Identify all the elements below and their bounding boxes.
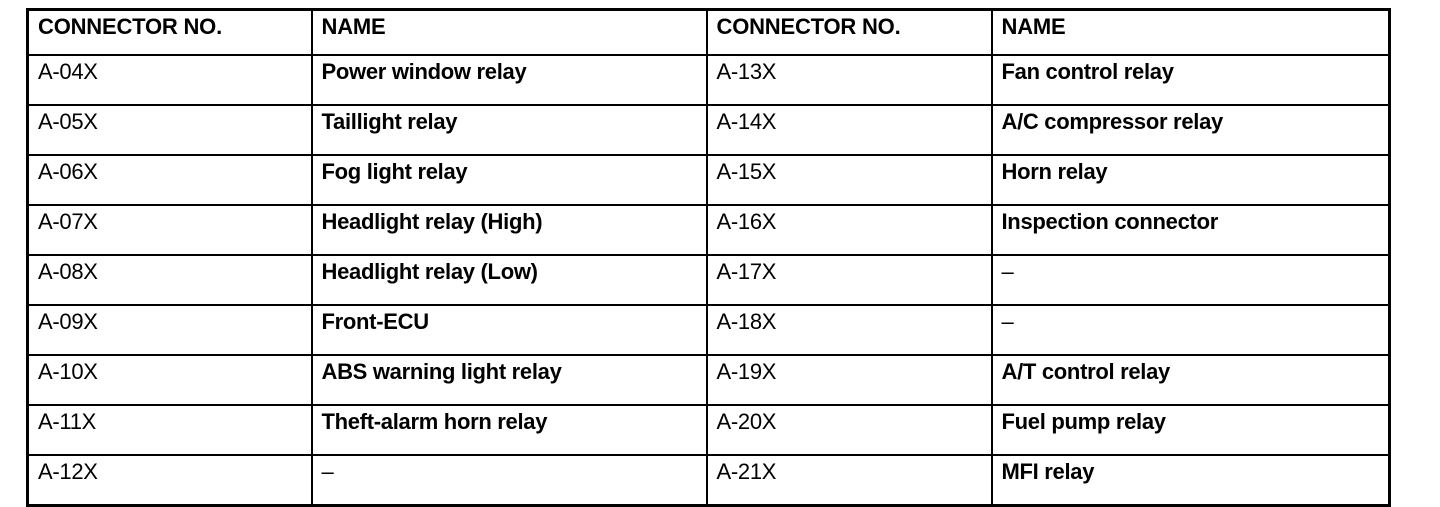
- column-header-connector-no-left: CONNECTOR NO.: [27, 9, 313, 56]
- cell-connector-no-right: A-19X: [706, 355, 993, 406]
- table-header-row: CONNECTOR NO. NAME CONNECTOR NO. NAME: [27, 9, 1390, 56]
- cell-name-left: Power window relay: [311, 55, 708, 106]
- cell-name-left: Headlight relay (Low): [311, 255, 708, 306]
- cell-name-left: ABS warning light relay: [311, 355, 708, 406]
- cell-connector-no-left: A-07X: [27, 205, 313, 256]
- cell-connector-no-right: A-16X: [706, 205, 993, 256]
- table-header: CONNECTOR NO. NAME CONNECTOR NO. NAME: [27, 9, 1390, 56]
- cell-connector-no-right: A-18X: [706, 305, 993, 356]
- cell-name-right: –: [991, 255, 1390, 306]
- cell-connector-no-right: A-15X: [706, 155, 993, 206]
- connector-list-container: CONNECTOR NO. NAME CONNECTOR NO. NAME A-…: [26, 8, 1391, 507]
- cell-name-right: Fan control relay: [991, 55, 1390, 106]
- cell-connector-no-right: A-21X: [706, 455, 993, 506]
- table-row: A-11X Theft-alarm horn relay A-20X Fuel …: [27, 405, 1390, 456]
- cell-connector-no-left: A-06X: [27, 155, 313, 206]
- cell-connector-no-right: A-14X: [706, 105, 993, 156]
- cell-connector-no-right: A-20X: [706, 405, 993, 456]
- table-row: A-04X Power window relay A-13X Fan contr…: [27, 55, 1390, 106]
- column-header-name-right: NAME: [991, 9, 1390, 56]
- cell-name-right: Inspection connector: [991, 205, 1390, 256]
- cell-name-left: Headlight relay (High): [311, 205, 708, 256]
- cell-name-right: –: [991, 305, 1390, 356]
- cell-name-left: Front-ECU: [311, 305, 708, 356]
- column-header-connector-no-right: CONNECTOR NO.: [706, 9, 993, 56]
- table-row: A-06X Fog light relay A-15X Horn relay: [27, 155, 1390, 206]
- cell-name-left: Taillight relay: [311, 105, 708, 156]
- cell-connector-no-left: A-08X: [27, 255, 313, 306]
- cell-connector-no-left: A-11X: [27, 405, 313, 456]
- cell-name-right: MFI relay: [1001, 459, 1095, 484]
- table-row: A-12X – A-21X MFI relay: [27, 455, 1390, 506]
- cell-connector-no-left: A-09X: [27, 305, 313, 356]
- cell-connector-no-left: A-04X: [27, 55, 313, 106]
- cell-name-left: Theft-alarm horn relay: [311, 405, 708, 456]
- cell-name-right: Fuel pump relay: [991, 405, 1390, 456]
- cell-name-right: A/C compressor relay: [991, 105, 1390, 156]
- connector-list-table: CONNECTOR NO. NAME CONNECTOR NO. NAME A-…: [26, 8, 1391, 507]
- cell-connector-no-left: A-12X: [27, 455, 313, 506]
- table-row: A-07X Headlight relay (High) A-16X Inspe…: [27, 205, 1390, 256]
- table-row: A-09X Front-ECU A-18X –: [27, 305, 1390, 356]
- cell-name-left: –: [311, 455, 708, 506]
- table-row: A-05X Taillight relay A-14X A/C compress…: [27, 105, 1390, 156]
- column-header-name-left: NAME: [311, 9, 708, 56]
- cell-connector-no-right: A-17X: [706, 255, 993, 306]
- cell-connector-no-right: A-13X: [706, 55, 993, 106]
- cell-connector-no-left: A-10X: [27, 355, 313, 406]
- table-body: A-04X Power window relay A-13X Fan contr…: [27, 55, 1390, 506]
- table-row: A-08X Headlight relay (Low) A-17X –: [27, 255, 1390, 306]
- cell-name-left: Fog light relay: [311, 155, 708, 206]
- table-row: A-10X ABS warning light relay A-19X A/T …: [27, 355, 1390, 406]
- cell-name-right: A/T control relay: [991, 355, 1390, 406]
- cell-name-right: Horn relay: [991, 155, 1390, 206]
- cell-connector-no-left: A-05X: [27, 105, 313, 156]
